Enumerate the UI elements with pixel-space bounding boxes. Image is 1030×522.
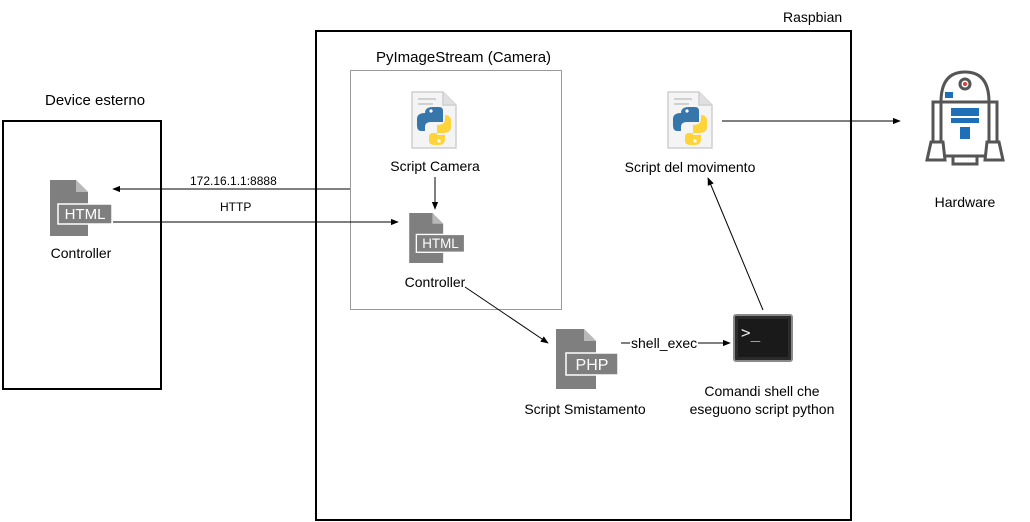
controller-internal-label: Controller xyxy=(404,274,466,290)
script-smistamento-label: Script Smistamento xyxy=(524,401,646,417)
python-file-icon xyxy=(411,91,457,149)
raspbian-label: Raspbian xyxy=(783,9,843,25)
hardware-label: Hardware xyxy=(934,194,996,210)
svg-text:PHP: PHP xyxy=(576,357,609,374)
script-movimento-label: Script del movimento xyxy=(624,159,756,175)
php-file-icon: PHP xyxy=(556,329,619,389)
shell-exec-label: shell_exec xyxy=(630,335,699,351)
script-camera-label: Script Camera xyxy=(390,158,480,174)
raspbian-container xyxy=(315,30,852,521)
pyimagestream-container xyxy=(350,70,562,310)
controller-external-label: Controller xyxy=(50,245,112,261)
comandi-shell-label-line2: eseguono script python xyxy=(689,401,835,417)
svg-text:HTML: HTML xyxy=(65,206,106,223)
html-file-icon: HTML xyxy=(409,213,466,263)
pyimagestream-title: PyImageStream (Camera) xyxy=(376,49,552,66)
robot-icon xyxy=(925,70,1005,166)
arrow-terminal-to-movement xyxy=(707,177,764,311)
stream-address-label: 172.16.1.1:8888 xyxy=(190,174,277,188)
external-device-title: Device esterno xyxy=(45,92,146,109)
terminal-icon: >_ xyxy=(733,314,793,362)
arrow-controller-to-php xyxy=(464,286,549,344)
python-file-icon xyxy=(667,91,713,149)
svg-text:>_: >_ xyxy=(741,323,761,342)
html-file-icon: HTML xyxy=(50,180,112,236)
external-device-container xyxy=(2,120,162,390)
http-label: HTTP xyxy=(220,200,252,214)
svg-text:HTML: HTML xyxy=(422,236,458,251)
comandi-shell-label-line1: Comandi shell che xyxy=(704,383,820,399)
